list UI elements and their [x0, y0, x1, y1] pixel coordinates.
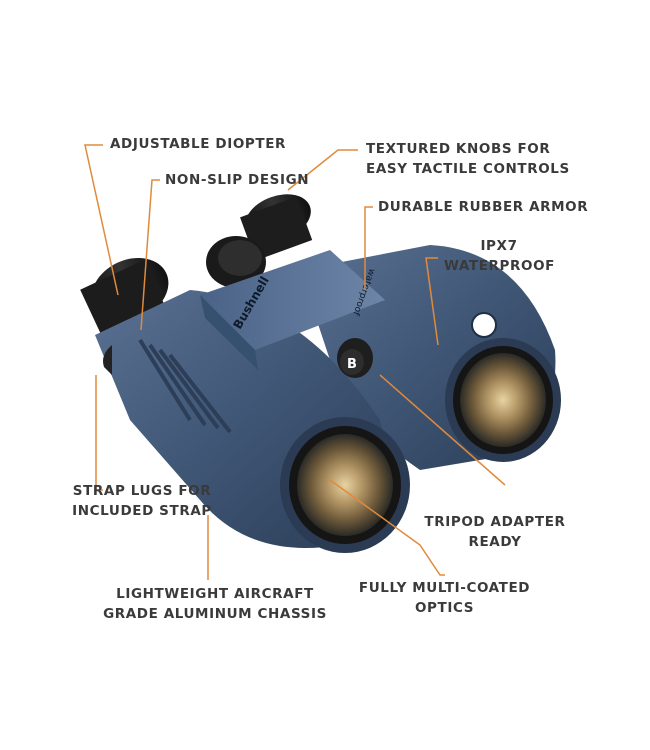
line-optics — [329, 479, 445, 576]
left-barrel — [95, 290, 410, 553]
logo-letter: B — [347, 357, 357, 372]
line-knobs — [287, 149, 358, 191]
line-nonslip — [140, 179, 160, 331]
callout-chassis: LIGHTWEIGHT AIRCRAFT GRADE ALUMINUM CHAS… — [103, 586, 327, 622]
center-bridge: Bushnell waterproof — [200, 250, 385, 370]
line-armor — [364, 206, 373, 290]
callout-non-slip: NON-SLIP DESIGN — [165, 172, 310, 188]
line-tripod — [379, 374, 506, 486]
strap-lug — [103, 345, 112, 375]
callout-lines — [84, 144, 506, 580]
callout-adjustable-diopter: ADJUSTABLE DIOPTER — [110, 136, 287, 152]
line-diopter — [84, 144, 119, 296]
line-strap — [95, 375, 103, 491]
line-waterproof — [425, 257, 439, 346]
tripod-adapter-knob: B — [337, 338, 373, 378]
logo-badge — [471, 312, 497, 338]
callout-tripod: TRIPOD ADAPTER READY — [424, 514, 566, 550]
focus-knob — [206, 236, 266, 288]
callout-waterproof: IPX7 WATERPROOF — [444, 238, 555, 274]
callout-rubber-armor: DURABLE RUBBER ARMOR — [378, 199, 589, 215]
callout-textured-knobs: TEXTURED KNOBS FOR EASY TACTILE CONTROLS — [366, 141, 570, 177]
grip-ridges — [138, 338, 232, 434]
callout-optics: FULLY MULTI-COATED OPTICS — [358, 580, 531, 616]
callout-strap-lugs: STRAP LUGS FOR INCLUDED STRAP — [72, 483, 212, 519]
